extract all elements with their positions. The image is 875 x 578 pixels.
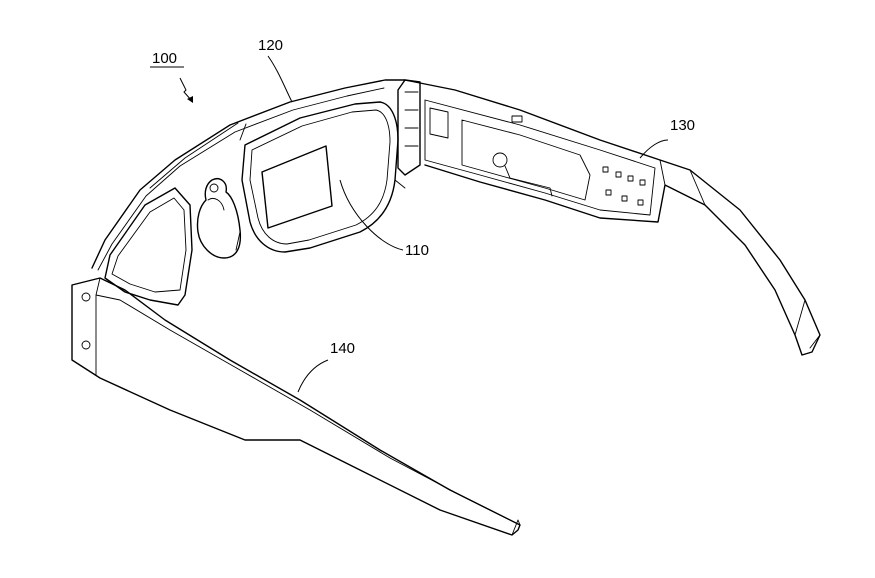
temple-outline — [404, 79, 821, 356]
electronics-housing — [424, 99, 656, 216]
label-130: 130 — [670, 117, 695, 134]
right-hinge — [397, 79, 421, 176]
label-140: 140 — [330, 340, 355, 357]
component — [637, 199, 644, 206]
right-temple-reference: 130 — [639, 117, 695, 159]
frame-top-outer — [91, 79, 406, 269]
bridge-screw — [209, 183, 219, 193]
label-110: 110 — [405, 242, 429, 259]
sensor-circle — [492, 152, 508, 168]
temple-inner-edge — [95, 277, 521, 526]
battery-block — [429, 107, 449, 139]
frame-reference: 120 — [258, 37, 293, 103]
label-110-leader — [339, 179, 404, 251]
front-frame — [91, 79, 406, 306]
component — [639, 179, 646, 186]
component — [621, 195, 628, 202]
frame-bevel — [149, 122, 247, 189]
component — [602, 166, 609, 173]
circuit-trace — [504, 165, 553, 197]
label-120: 120 — [258, 37, 283, 54]
temple-edges — [659, 159, 821, 349]
label-140-leader — [297, 359, 329, 393]
right-lens — [249, 109, 391, 245]
frame-lower-edges — [235, 179, 406, 251]
label-130-leader — [639, 139, 669, 159]
display-reference: 110 — [339, 179, 429, 259]
left-lens-rim — [104, 187, 193, 306]
temple-screw — [81, 340, 91, 350]
left-temple — [71, 277, 521, 536]
component — [605, 189, 612, 196]
label-100: 100 — [152, 50, 177, 67]
nose-pad — [196, 178, 242, 259]
hinge-body — [397, 79, 421, 176]
temple-screw — [81, 292, 91, 302]
right-lens-rim — [241, 101, 399, 253]
label-120-leader — [267, 55, 293, 103]
display-screen — [261, 145, 333, 229]
nose-pad-detail — [207, 198, 225, 211]
temple-tip — [511, 519, 521, 536]
circuit-board — [461, 119, 591, 201]
left-lens — [111, 197, 187, 293]
label-100-arrowhead — [187, 96, 193, 103]
frame-top-inner — [97, 87, 385, 271]
component — [627, 175, 634, 182]
button-nub — [511, 115, 523, 123]
label-100-arrow — [179, 77, 193, 102]
component — [615, 171, 622, 178]
temple-outline — [71, 277, 521, 536]
hinge-knuckles — [404, 91, 419, 147]
right-temple — [404, 79, 821, 356]
device-reference: 100 — [150, 50, 193, 103]
left-temple-reference: 140 — [297, 340, 355, 393]
